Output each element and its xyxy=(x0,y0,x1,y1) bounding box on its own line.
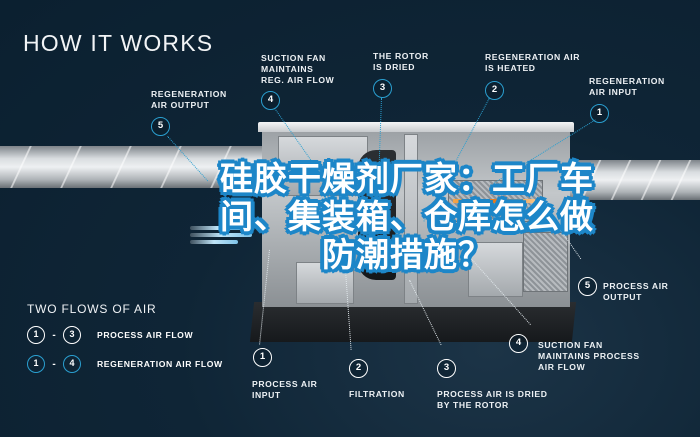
legend-title: TWO FLOWS OF AIR xyxy=(27,302,157,316)
process-fan xyxy=(468,242,523,297)
airflow-swoosh-icon xyxy=(190,226,252,246)
overlay-title-line-3: 防潮措施？ xyxy=(322,235,492,274)
overlay-title-line-1: 硅胶干燥剂厂家：工厂车 xyxy=(220,159,594,198)
reg-step-1-badge: 1 xyxy=(590,104,609,123)
page-title: HOW IT WORKS xyxy=(23,30,214,56)
legend-process-air-flow: 1 - 3 PROCESS AIR FLOW xyxy=(27,326,193,344)
proc-step-1-badge: 1 xyxy=(253,348,272,367)
center-divider xyxy=(404,134,418,304)
legend-dash: - xyxy=(52,358,56,370)
reg-step-1-label: REGENERATION AIR INPUT xyxy=(589,76,665,97)
inlet-filter-box xyxy=(296,262,354,304)
reg-step-5-badge: 5 xyxy=(151,117,170,136)
desiccant-dehumidifier-unit xyxy=(249,122,577,342)
reg-step-3-label: THE ROTOR IS DRIED xyxy=(373,51,429,72)
legend-from-badge: 1 xyxy=(27,355,45,373)
legend-regeneration-air-flow: 1 - 4 REGENERATION AIR FLOW xyxy=(27,355,223,373)
proc-step-2-badge: 2 xyxy=(349,359,368,378)
heater-element xyxy=(453,199,535,203)
proc-step-3-badge: 3 xyxy=(437,359,456,378)
reg-step-4-badge: 4 xyxy=(261,91,280,110)
regeneration-duct-left xyxy=(0,146,270,188)
machine-top-frame xyxy=(258,122,574,132)
legend-dash: - xyxy=(52,329,56,341)
overlay-title-line-2: 间、集装箱、仓库怎么做 xyxy=(220,197,594,236)
filter-panel xyxy=(523,232,568,292)
reg-step-4-label: SUCTION FAN MAINTAINS REG. AIR FLOW xyxy=(261,53,335,85)
legend-to-badge: 3 xyxy=(63,326,81,344)
legend-label: PROCESS AIR FLOW xyxy=(97,330,194,340)
overlay-article-title: 硅胶干燥剂厂家：工厂车 间、集装箱、仓库怎么做 防潮措施？ xyxy=(112,160,700,274)
reg-step-2-label: REGENERATION AIR IS HEATED xyxy=(485,52,581,73)
proc-step-2-label: FILTRATION xyxy=(349,389,405,399)
rotor xyxy=(358,150,396,280)
proc-step-5-badge: 5 xyxy=(578,277,597,296)
proc-step-4-badge: 4 xyxy=(509,334,528,353)
legend-from-badge: 1 xyxy=(27,326,45,344)
proc-step-5-label: PROCESS AIR OUTPUT xyxy=(603,281,669,302)
reg-step-5-label: REGENERATION AIR OUTPUT xyxy=(151,89,227,110)
reg-step-2-badge: 2 xyxy=(485,81,504,100)
proc-step-3-label: PROCESS AIR IS DRIED BY THE ROTOR xyxy=(437,389,548,410)
reg-step-3-badge: 3 xyxy=(373,79,392,98)
proc-step-1-label: PROCESS AIR INPUT xyxy=(252,379,318,400)
legend-label: REGENERATION AIR FLOW xyxy=(97,359,223,369)
legend-to-badge: 4 xyxy=(63,355,81,373)
proc-step-4-label: SUCTION FAN MAINTAINS PROCESS AIR FLOW xyxy=(538,340,640,372)
fan-housing xyxy=(278,136,368,196)
process-duct-right xyxy=(570,160,700,200)
